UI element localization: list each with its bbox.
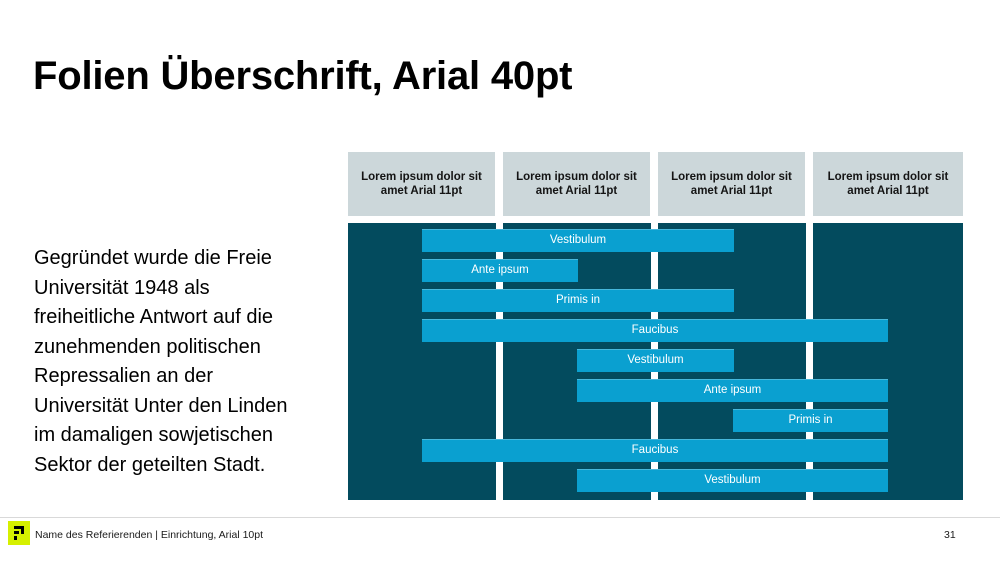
column-header-4: Lorem ipsum dolor sit amet Arial 11pt	[813, 152, 963, 216]
gantt-bar[interactable]: Ante ipsum	[577, 379, 888, 402]
body-paragraph: Gegründet wurde die Freie Universität 19…	[34, 247, 288, 476]
column-header-label: Lorem ipsum dolor sit amet Arial 11pt	[361, 171, 482, 197]
gantt-bar[interactable]: Vestibulum	[577, 469, 888, 492]
gantt-bar-label: Ante ipsum	[471, 264, 529, 276]
gantt-bar[interactable]: Primis in	[733, 409, 888, 432]
gantt-bar[interactable]: Vestibulum	[422, 229, 734, 252]
column-header-label: Lorem ipsum dolor sit amet Arial 11pt	[827, 171, 949, 197]
fu-berlin-logo	[8, 521, 30, 545]
column-header-3: Lorem ipsum dolor sit amet Arial 11pt	[658, 152, 805, 216]
column-separator-3	[806, 223, 813, 500]
gantt-bar[interactable]: Faucibus	[422, 439, 888, 462]
gantt-bar-label: Vestibulum	[627, 354, 684, 366]
column-separator-1	[496, 223, 503, 500]
gantt-bar-label: Primis in	[555, 294, 601, 306]
column-header-2: Lorem ipsum dolor sit amet Arial 11pt	[503, 152, 650, 216]
page-number: 31	[944, 529, 956, 541]
column-header-label: Lorem ipsum dolor sit amet Arial 11pt	[671, 171, 792, 197]
gantt-bar-label: Ante ipsum	[703, 384, 762, 396]
gantt-bar[interactable]: Ante ipsum	[422, 259, 578, 282]
gantt-bar-label: Primis in	[788, 414, 833, 426]
gantt-bar[interactable]: Vestibulum	[577, 349, 734, 372]
gantt-bar[interactable]: Faucibus	[422, 319, 888, 342]
gantt-chart: Lorem ipsum dolor sit amet Arial 11pt Lor…	[348, 152, 963, 500]
gantt-bar-label: Vestibulum	[549, 234, 607, 246]
gantt-bar[interactable]: Primis in	[422, 289, 734, 312]
gantt-bar-label: Faucibus	[631, 444, 679, 456]
column-header-label: Lorem ipsum dolor sit amet Arial 11pt	[516, 171, 637, 197]
page-title: Folien Überschrift, Arial 40pt	[33, 53, 573, 98]
gantt-bar-label: Vestibulum	[704, 474, 761, 486]
footer-text: Name des Referierenden | Einrichtung, Ar…	[35, 529, 264, 541]
column-header-row: Lorem ipsum dolor sit amet Arial 11pt Lor…	[348, 152, 963, 216]
footer-divider	[0, 517, 1000, 518]
column-header-1: Lorem ipsum dolor sit amet Arial 11pt	[348, 152, 495, 216]
gantt-bar-label: Faucibus	[631, 324, 679, 336]
